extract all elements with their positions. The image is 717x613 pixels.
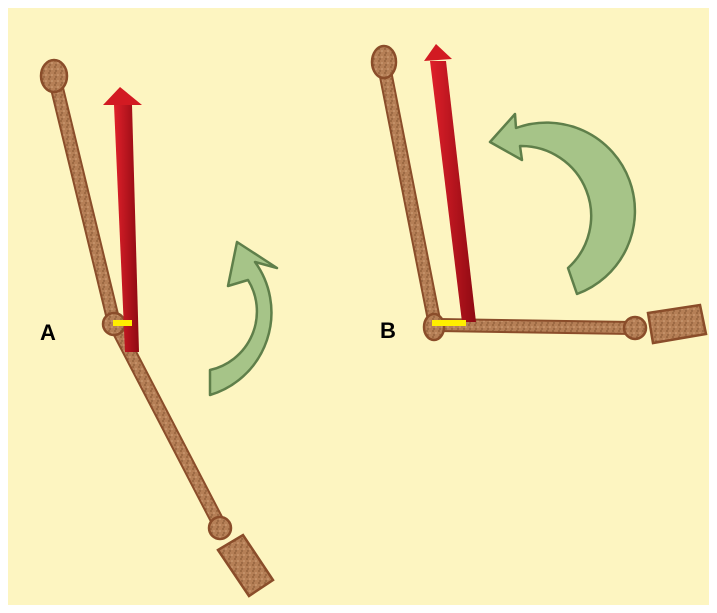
panel-label-b: B [380, 318, 396, 344]
moment-arm-b [432, 320, 466, 326]
proximal-joint-a [41, 60, 67, 92]
distal-joint-a [209, 517, 231, 539]
distal-joint-b [624, 317, 646, 339]
panel-label-a: A [40, 320, 56, 346]
moment-arm-a [113, 320, 132, 326]
middle-joint-b [424, 314, 444, 340]
proximal-joint-b [372, 46, 396, 78]
